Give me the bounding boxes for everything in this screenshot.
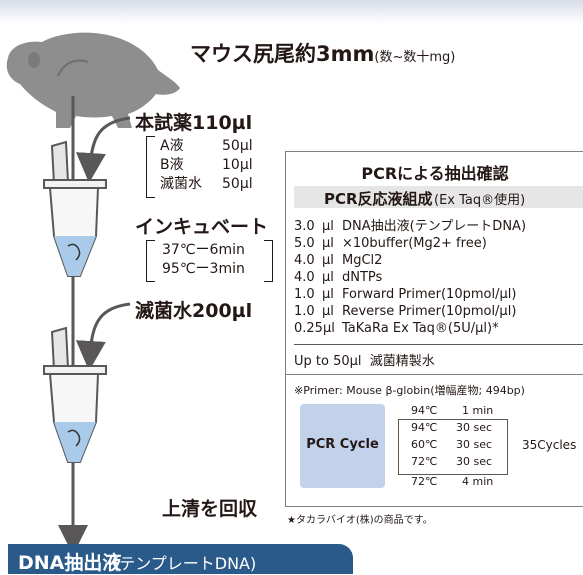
pcr-subtitle-main: PCR反応液組成	[324, 190, 433, 208]
reagent-row: B液 10µl	[160, 156, 253, 175]
reagent-volume: 50µl	[222, 138, 253, 154]
reagent-name: B液	[160, 157, 184, 173]
step3-title: 滅菌水200µl	[135, 300, 253, 322]
top-band	[0, 0, 583, 24]
cycle-time: 30 sec	[456, 455, 493, 468]
bracket	[264, 240, 273, 282]
divider	[286, 374, 583, 375]
reagent-name: A液	[160, 138, 184, 154]
bracket	[146, 136, 155, 198]
reagent-volume: 50µl	[222, 176, 253, 192]
banner-main: DNA抽出液	[18, 552, 122, 574]
incubation-conditions: 37℃ー6min 95℃ー3min	[162, 241, 245, 279]
reagent-volume: 10µl	[222, 157, 253, 173]
mouse-label-main: マウス尻尾約3mm	[190, 42, 375, 66]
total-volume: Up to 50µl	[294, 354, 362, 369]
total-solvent: 滅菌精製水	[369, 354, 435, 369]
incubation-step: 37℃ー6min	[162, 242, 245, 258]
cycle-time: 1 min	[462, 404, 494, 417]
cycle-temp: 72℃	[411, 475, 438, 488]
step4-title: 上清を回収	[162, 498, 258, 520]
pcr-title: PCRによる抽出確認	[361, 164, 509, 183]
cycle-bracket	[398, 419, 508, 475]
cycle-temp: 60℃	[411, 438, 438, 451]
mouse-label-sub: (数~数十mg)	[374, 50, 456, 65]
cycle-temp: 94℃	[411, 421, 438, 434]
step2-title: インキュベート	[135, 216, 269, 238]
tube-illustration	[43, 326, 107, 463]
pcr-subtitle-bar: PCR反応液組成 (Ex Taq®使用)	[294, 186, 583, 208]
incubation-step: 95℃ー3min	[162, 261, 245, 277]
pcr-subtitle-sub: (Ex Taq®使用)	[434, 193, 526, 208]
primer-note: ※Primer: Mouse β-globin(増幅産物; 494bp)	[294, 384, 525, 397]
reagent-row: A液 50µl	[160, 137, 253, 156]
result-banner: DNA抽出液 (テンプレートDNA)	[8, 544, 353, 574]
tube-illustration	[43, 140, 107, 277]
mouse-label: マウス尻尾約3mm(数~数十mg)	[190, 38, 455, 68]
step1-title: 本試薬110µl	[135, 112, 253, 134]
divider	[294, 344, 583, 345]
cycle-time: 30 sec	[456, 421, 493, 434]
pcr-cycle-label: PCR Cycle	[306, 437, 379, 452]
cycle-temp: 72℃	[411, 455, 438, 468]
reagent-name: 滅菌水	[160, 176, 202, 192]
cycle-time: 30 sec	[456, 438, 493, 451]
total-row: Up to 50µl 滅菌精製水	[294, 350, 435, 369]
reagent-row: 滅菌水 50µl	[160, 175, 253, 194]
mouse-illustration	[6, 32, 181, 128]
cycle-temp: 94℃	[411, 404, 438, 417]
footnote: ★タカラバイオ(株)の商品です。	[287, 515, 433, 526]
bracket	[146, 240, 155, 282]
banner-sub: (テンプレートDNA)	[113, 554, 257, 573]
step1-list: A液 50µl B液 10µl 滅菌水 50µl	[160, 137, 253, 194]
cycle-time: 4 min	[462, 475, 494, 488]
pcr-cycle-label-box: PCR Cycle	[300, 404, 385, 488]
cycle-count: 35Cycles	[522, 438, 577, 452]
